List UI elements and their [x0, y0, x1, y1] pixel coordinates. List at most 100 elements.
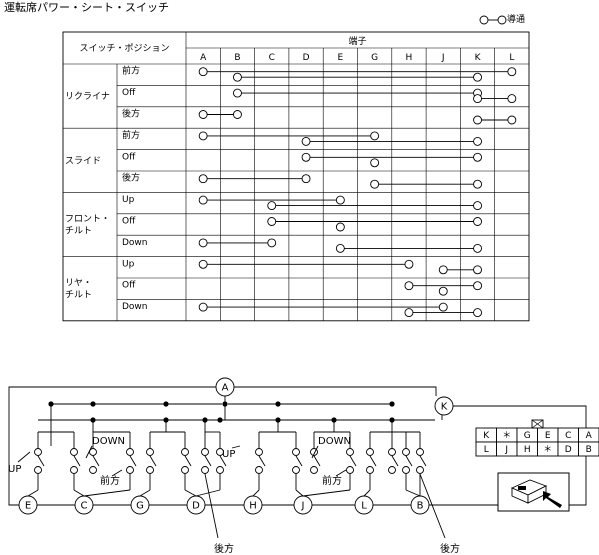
position-label: Off	[122, 88, 136, 98]
switch-blade	[369, 455, 377, 467]
group-label: チルト	[65, 226, 92, 237]
position-label: Off	[122, 152, 136, 162]
position-header: スイッチ・ポジション	[79, 43, 169, 54]
connector-pin: H	[524, 445, 531, 455]
switch-contact	[366, 448, 374, 456]
continuity-contact	[198, 302, 208, 312]
leader-line	[204, 473, 219, 539]
connector-cell	[578, 441, 599, 457]
continuity-contact	[473, 201, 482, 211]
connector-pin: ＊	[543, 445, 552, 455]
junction-dot	[222, 401, 228, 407]
switch-contact	[216, 448, 224, 456]
forward-label: 前方	[322, 474, 342, 487]
switch-blade	[73, 455, 81, 467]
connector-pin: E	[545, 431, 551, 441]
terminal-header-K: K	[475, 53, 482, 63]
connector-pin: D	[565, 445, 572, 455]
position-label: 後方	[122, 108, 140, 120]
down-label: DOWN	[318, 436, 351, 447]
switch-contact	[89, 466, 97, 474]
output-wire	[363, 489, 371, 497]
continuity-contact	[404, 259, 414, 269]
connector-illustration-icon	[497, 472, 570, 512]
lock-tab-icon	[531, 419, 544, 429]
group-label: リクライナ	[65, 91, 110, 102]
continuity-contact	[370, 179, 380, 189]
switch-stage-7	[366, 431, 413, 474]
switch-contact	[402, 466, 410, 474]
switch-blade	[419, 455, 427, 467]
switch-blade	[184, 455, 192, 467]
legend-text: ：導通	[498, 15, 526, 25]
switch-blade	[258, 455, 266, 467]
switch-contact	[181, 448, 189, 456]
switch-contact	[34, 466, 42, 474]
continuity-contact	[198, 67, 208, 77]
continuity-contact	[473, 281, 482, 291]
connector-pin: C	[565, 431, 571, 441]
backward-label: 後方	[214, 542, 234, 555]
terminal-header: 端子	[348, 35, 366, 47]
arrow-icon	[543, 491, 562, 508]
legend-contact	[479, 15, 489, 25]
continuity-contact	[267, 201, 277, 211]
switch-contact	[310, 466, 318, 474]
terminal-header-G: G	[371, 53, 378, 63]
connector-body	[518, 486, 526, 490]
continuity-contact	[473, 136, 482, 146]
junction-dot	[48, 401, 54, 407]
continuity-contact	[404, 308, 414, 318]
group-label: チルト	[65, 290, 92, 301]
position-label: Up	[122, 259, 135, 269]
switch-contact	[126, 466, 134, 474]
down-label: DOWN	[92, 436, 125, 447]
group-label: フロント・	[65, 215, 110, 225]
terminal-J-label: J	[301, 501, 305, 512]
backward-label: 後方	[440, 542, 460, 555]
continuity-contact	[473, 72, 482, 82]
terminal-B-label: B	[417, 501, 424, 512]
switch-contact	[201, 448, 209, 456]
terminal-E	[18, 495, 38, 515]
connector-pin: J	[504, 445, 508, 455]
switch-contact	[402, 448, 410, 456]
terminal-K	[434, 396, 454, 416]
switch-contact	[70, 466, 78, 474]
switch-blade	[204, 455, 212, 467]
connector-pin: K	[483, 431, 490, 441]
output-wire	[73, 489, 85, 497]
continuity-contact	[301, 152, 311, 162]
junction-dot	[163, 401, 169, 407]
switch-contact	[292, 448, 300, 456]
switch-blade	[295, 455, 303, 467]
output-wire	[195, 489, 221, 497]
continuity-contact	[507, 115, 517, 125]
switch-stage-1	[34, 431, 81, 474]
continuity-contact	[232, 72, 242, 82]
switch-blade	[149, 455, 157, 467]
terminal-J	[293, 495, 313, 515]
forward-label: 前方	[100, 474, 120, 487]
terminal-G-label: G	[136, 501, 144, 512]
terminal-B	[410, 495, 430, 515]
switch-blade	[391, 455, 399, 467]
switch-stage-8	[388, 431, 427, 474]
switch-contact	[366, 466, 374, 474]
continuity-contact	[198, 110, 208, 119]
terminal-H	[243, 495, 263, 515]
continuity-contact	[335, 195, 345, 205]
switch-blade	[219, 455, 227, 467]
switch-contact	[34, 448, 42, 456]
position-label: 後方	[122, 172, 140, 184]
switch-contact	[346, 466, 354, 474]
junction-dot	[90, 401, 96, 407]
terminal-header-J: J	[441, 53, 445, 63]
switch-contact	[181, 466, 189, 474]
switch-contact	[388, 448, 396, 456]
connector-pin: L	[484, 445, 489, 455]
connector-pin: G	[524, 431, 531, 441]
terminal-C	[74, 495, 94, 515]
junction-dot	[275, 401, 281, 407]
